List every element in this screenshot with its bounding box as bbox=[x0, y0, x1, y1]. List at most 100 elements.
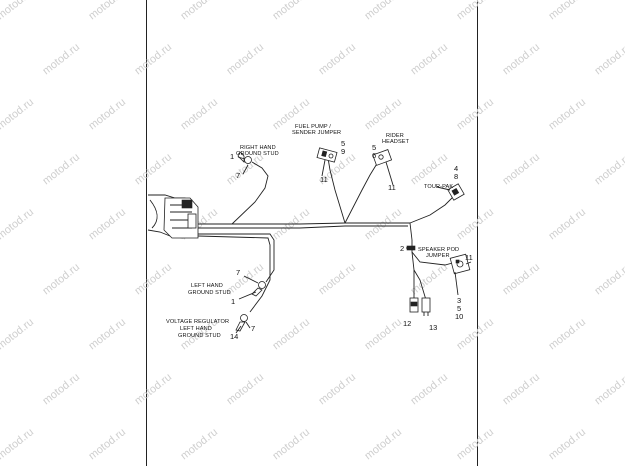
watermark-text: motod.ru bbox=[0, 426, 36, 462]
watermark-text: motod.ru bbox=[362, 206, 404, 242]
callout-fuel-pump-5: 5 bbox=[341, 139, 345, 148]
callout-tour-pak-4: 4 bbox=[454, 164, 458, 173]
watermark-text: motod.ru bbox=[592, 261, 625, 297]
watermark-text: motod.ru bbox=[454, 96, 496, 132]
watermark-text: motod.ru bbox=[178, 0, 220, 22]
label-speaker-pod-line1: SPEAKER POD bbox=[418, 247, 459, 253]
watermark-text: motod.ru bbox=[0, 0, 36, 22]
label-left-hand-ground-stud-line1: LEFT HAND bbox=[191, 283, 223, 289]
callout-speaker-10: 10 bbox=[455, 312, 463, 321]
watermark-text: motod.ru bbox=[178, 426, 220, 462]
label-voltage-regulator-line2: LEFT HAND bbox=[180, 326, 212, 332]
label-rider-headset-line1: RIDER bbox=[386, 133, 404, 139]
watermark-text: motod.ru bbox=[362, 96, 404, 132]
bottom-connector-13 bbox=[421, 297, 431, 316]
watermark-text: motod.ru bbox=[132, 41, 174, 77]
watermark-text: motod.ru bbox=[132, 371, 174, 407]
watermark-text: motod.ru bbox=[592, 151, 625, 187]
label-right-hand-ground-stud-line1: RIGHT HAND bbox=[240, 145, 276, 151]
label-right-hand-ground-stud-line2: GROUND STUD bbox=[236, 151, 279, 157]
watermark-text: motod.ru bbox=[500, 261, 542, 297]
label-voltage-regulator-line3: GROUND STUD bbox=[178, 333, 221, 339]
callout-speaker-2: 2 bbox=[400, 244, 404, 253]
watermark-text: motod.ru bbox=[546, 316, 588, 352]
label-speaker-pod-line2: JUMPER bbox=[426, 253, 450, 259]
watermark-text: motod.ru bbox=[86, 96, 128, 132]
watermark-text: motod.ru bbox=[224, 41, 266, 77]
watermark-text: motod.ru bbox=[500, 41, 542, 77]
watermark-text: motod.ru bbox=[592, 371, 625, 407]
callout-speaker-5: 5 bbox=[457, 304, 461, 313]
speaker-pod-connector bbox=[449, 253, 471, 275]
callout-rh-ground-1: 1 bbox=[230, 152, 234, 161]
leader-lines bbox=[235, 156, 472, 334]
watermark-text: motod.ru bbox=[500, 371, 542, 407]
tour-pak-connector bbox=[447, 183, 465, 201]
watermark-text: motod.ru bbox=[362, 0, 404, 22]
callout-headset-11: 11 bbox=[388, 183, 396, 192]
label-rider-headset-line2: HEADSET bbox=[382, 139, 410, 145]
lh-ground-terminal bbox=[251, 281, 266, 297]
watermark-text: motod.ru bbox=[86, 316, 128, 352]
watermark-text: motod.ru bbox=[546, 426, 588, 462]
watermark-text: motod.ru bbox=[408, 151, 450, 187]
watermark-text: motod.ru bbox=[132, 151, 174, 187]
watermark-text: motod.ru bbox=[454, 426, 496, 462]
watermark-text: motod.ru bbox=[86, 206, 128, 242]
watermark-text: motod.ru bbox=[316, 41, 358, 77]
watermark-text: motod.ru bbox=[270, 426, 312, 462]
watermark-text: motod.ru bbox=[592, 41, 625, 77]
callout-headset-5: 5 bbox=[372, 143, 376, 152]
sheet-border bbox=[146, 0, 478, 466]
watermark-text: motod.ru bbox=[454, 316, 496, 352]
callout-bottom-12: 12 bbox=[403, 319, 411, 328]
label-left-hand-ground-stud-line2: GROUND STUD bbox=[188, 290, 231, 296]
vr-ground-terminal bbox=[235, 314, 248, 332]
watermark-text: motod.ru bbox=[408, 371, 450, 407]
watermark-text: motod.ru bbox=[500, 151, 542, 187]
callout-vr-ground-7: 7 bbox=[251, 324, 255, 333]
watermark-text: motod.ru bbox=[40, 41, 82, 77]
watermark-text: motod.ru bbox=[40, 371, 82, 407]
watermark-text: motod.ru bbox=[0, 96, 36, 132]
label-fuel-pump-line1: FUEL PUMP / bbox=[295, 124, 331, 130]
watermark-text: motod.ru bbox=[0, 316, 36, 352]
watermark-text: motod.ru bbox=[546, 206, 588, 242]
watermark-text: motod.ru bbox=[546, 0, 588, 22]
callout-headset-6: 6 bbox=[372, 151, 376, 160]
watermark-text: motod.ru bbox=[454, 0, 496, 22]
watermark-text: motod.ru bbox=[316, 261, 358, 297]
watermark-text: motod.ru bbox=[132, 261, 174, 297]
callout-tour-pak-8: 8 bbox=[454, 172, 458, 181]
callout-speaker-3: 3 bbox=[457, 296, 461, 305]
fuel-pump-connector bbox=[316, 147, 338, 163]
rh-ground-terminal bbox=[237, 151, 252, 164]
callout-vr-ground-14: 14 bbox=[230, 332, 238, 341]
watermark-text: motod.ru bbox=[362, 316, 404, 352]
watermark-text: motod.ru bbox=[270, 0, 312, 22]
part-labels: RIGHT HAND GROUND STUD FUEL PUMP / SENDE… bbox=[166, 124, 459, 339]
watermark-text: motod.ru bbox=[0, 206, 36, 242]
watermark-text: motod.ru bbox=[362, 426, 404, 462]
watermark-text: motod.ru bbox=[40, 151, 82, 187]
watermark-text: motod.ru bbox=[86, 426, 128, 462]
watermark-text: motod.ru bbox=[86, 0, 128, 22]
watermark-text: motod.ru bbox=[178, 96, 220, 132]
watermark-text: motod.ru bbox=[408, 41, 450, 77]
callout-rh-ground-7: 7 bbox=[236, 171, 240, 180]
callout-speaker-11: 11 bbox=[465, 253, 473, 262]
label-tour-pak: TOUR-PAK bbox=[424, 184, 453, 190]
watermark-text: motod.ru bbox=[408, 261, 450, 297]
callout-lh-ground-7: 7 bbox=[236, 268, 240, 277]
label-voltage-regulator-line1: VOLTAGE REGULATOR bbox=[166, 319, 229, 325]
watermark-text: motod.ru bbox=[40, 261, 82, 297]
callout-fuel-pump-9: 9 bbox=[341, 147, 345, 156]
callout-numbers: 1 7 5 9 11 5 6 11 4 8 2 11 3 5 10 12 13 … bbox=[230, 139, 473, 341]
label-fuel-pump-line2: SENDER JUMPER bbox=[292, 130, 341, 136]
harness-trunk bbox=[147, 157, 457, 313]
callout-lh-ground-1: 1 bbox=[231, 297, 235, 306]
watermark-text: motod.ru bbox=[454, 206, 496, 242]
